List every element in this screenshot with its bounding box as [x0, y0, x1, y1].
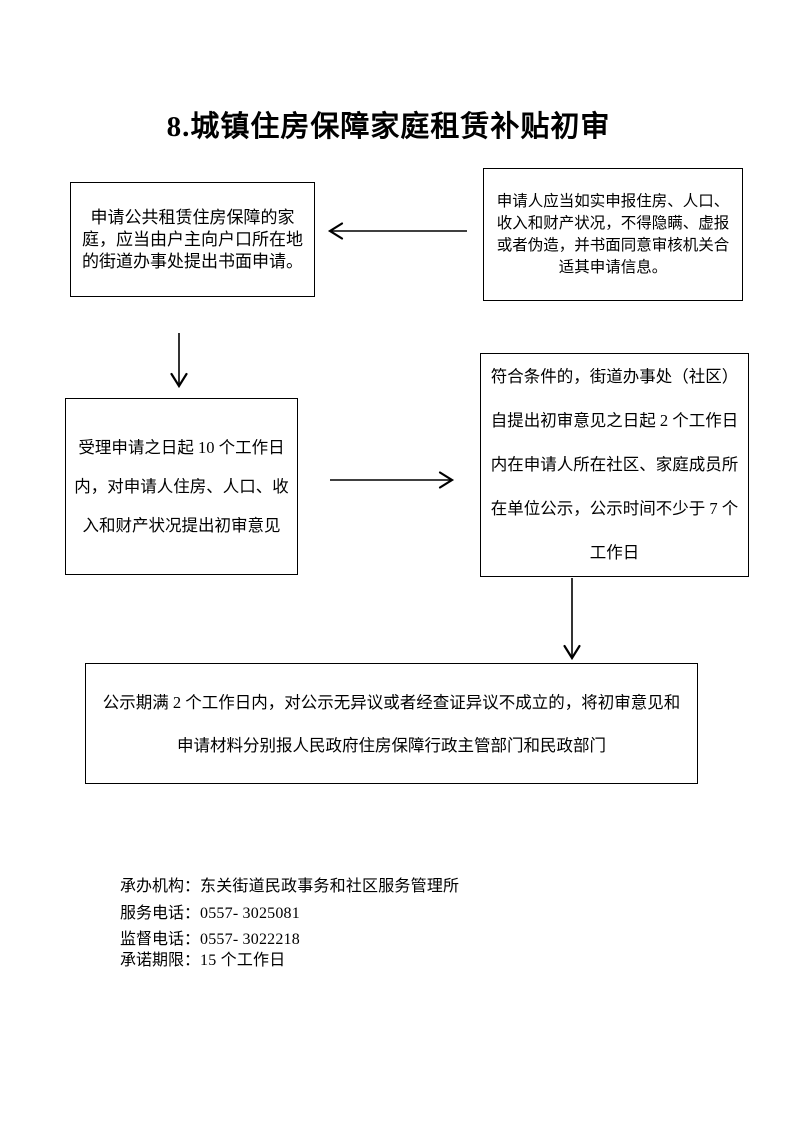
footer-service-phone-label: 服务电话：	[120, 905, 201, 922]
footer-agency-value: 东关街道民政事务和社区服务管理所	[200, 878, 460, 895]
flow-box-report: 公示期满 2 个工作日内，对公示无异议或者经查证异议不成立的，将初审意见和申请材…	[85, 663, 698, 784]
flow-box-apply-text: 申请公共租赁住房保障的家庭，应当由户主向户口所在地的街道办事处提出书面申请。	[82, 207, 303, 271]
flow-box-declare-text: 申请人应当如实申报住房、人口、收入和财产状况，不得隐瞒、虚报或者伪造，并书面同意…	[496, 192, 730, 276]
footer-supervise-phone-value: 0557- 3022218	[200, 931, 300, 948]
footer-supervise-phone-label: 监督电话：	[120, 931, 201, 948]
footer-agency-row: 承办机构：东关街道民政事务和社区服务管理所	[120, 877, 459, 897]
flow-box-review-text: 受理申请之日起 10 个工作日内，对申请人住房、人口、收入和财产状况提出初审意见	[74, 438, 289, 535]
footer-deadline-value: 15 个工作日	[200, 952, 286, 969]
flow-box-report-text: 公示期满 2 个工作日内，对公示无异议或者经查证异议不成立的，将初审意见和申请材…	[102, 692, 681, 755]
footer-service-phone-value: 0557- 3025081	[200, 905, 300, 922]
arrow-declare-to-apply-icon	[327, 222, 467, 240]
page-title: 8.城镇住房保障家庭租赁补贴初审	[166, 111, 611, 143]
arrow-publicity-to-report-icon	[563, 578, 581, 661]
footer-supervise-phone-row: 监督电话：0557- 3022218	[120, 930, 300, 950]
footer-deadline-row: 承诺期限：15 个工作日	[120, 951, 285, 971]
arrow-review-to-publicity-icon	[330, 471, 455, 489]
flow-box-review: 受理申请之日起 10 个工作日内，对申请人住房、人口、收入和财产状况提出初审意见	[65, 398, 298, 575]
footer-service-phone-row: 服务电话：0557- 3025081	[120, 904, 300, 924]
flow-box-publicity-text: 符合条件的，街道办事处（社区）自提出初审意见之日起 2 个工作日内在申请人所在社…	[490, 367, 739, 562]
flow-box-publicity: 符合条件的，街道办事处（社区）自提出初审意见之日起 2 个工作日内在申请人所在社…	[480, 353, 749, 577]
flow-box-declare: 申请人应当如实申报住房、人口、收入和财产状况，不得隐瞒、虚报或者伪造，并书面同意…	[483, 168, 743, 301]
footer-agency-label: 承办机构：	[120, 878, 201, 895]
footer-deadline-label: 承诺期限：	[120, 952, 201, 969]
flow-box-apply: 申请公共租赁住房保障的家庭，应当由户主向户口所在地的街道办事处提出书面申请。	[70, 182, 315, 297]
arrow-apply-to-review-icon	[170, 333, 188, 389]
